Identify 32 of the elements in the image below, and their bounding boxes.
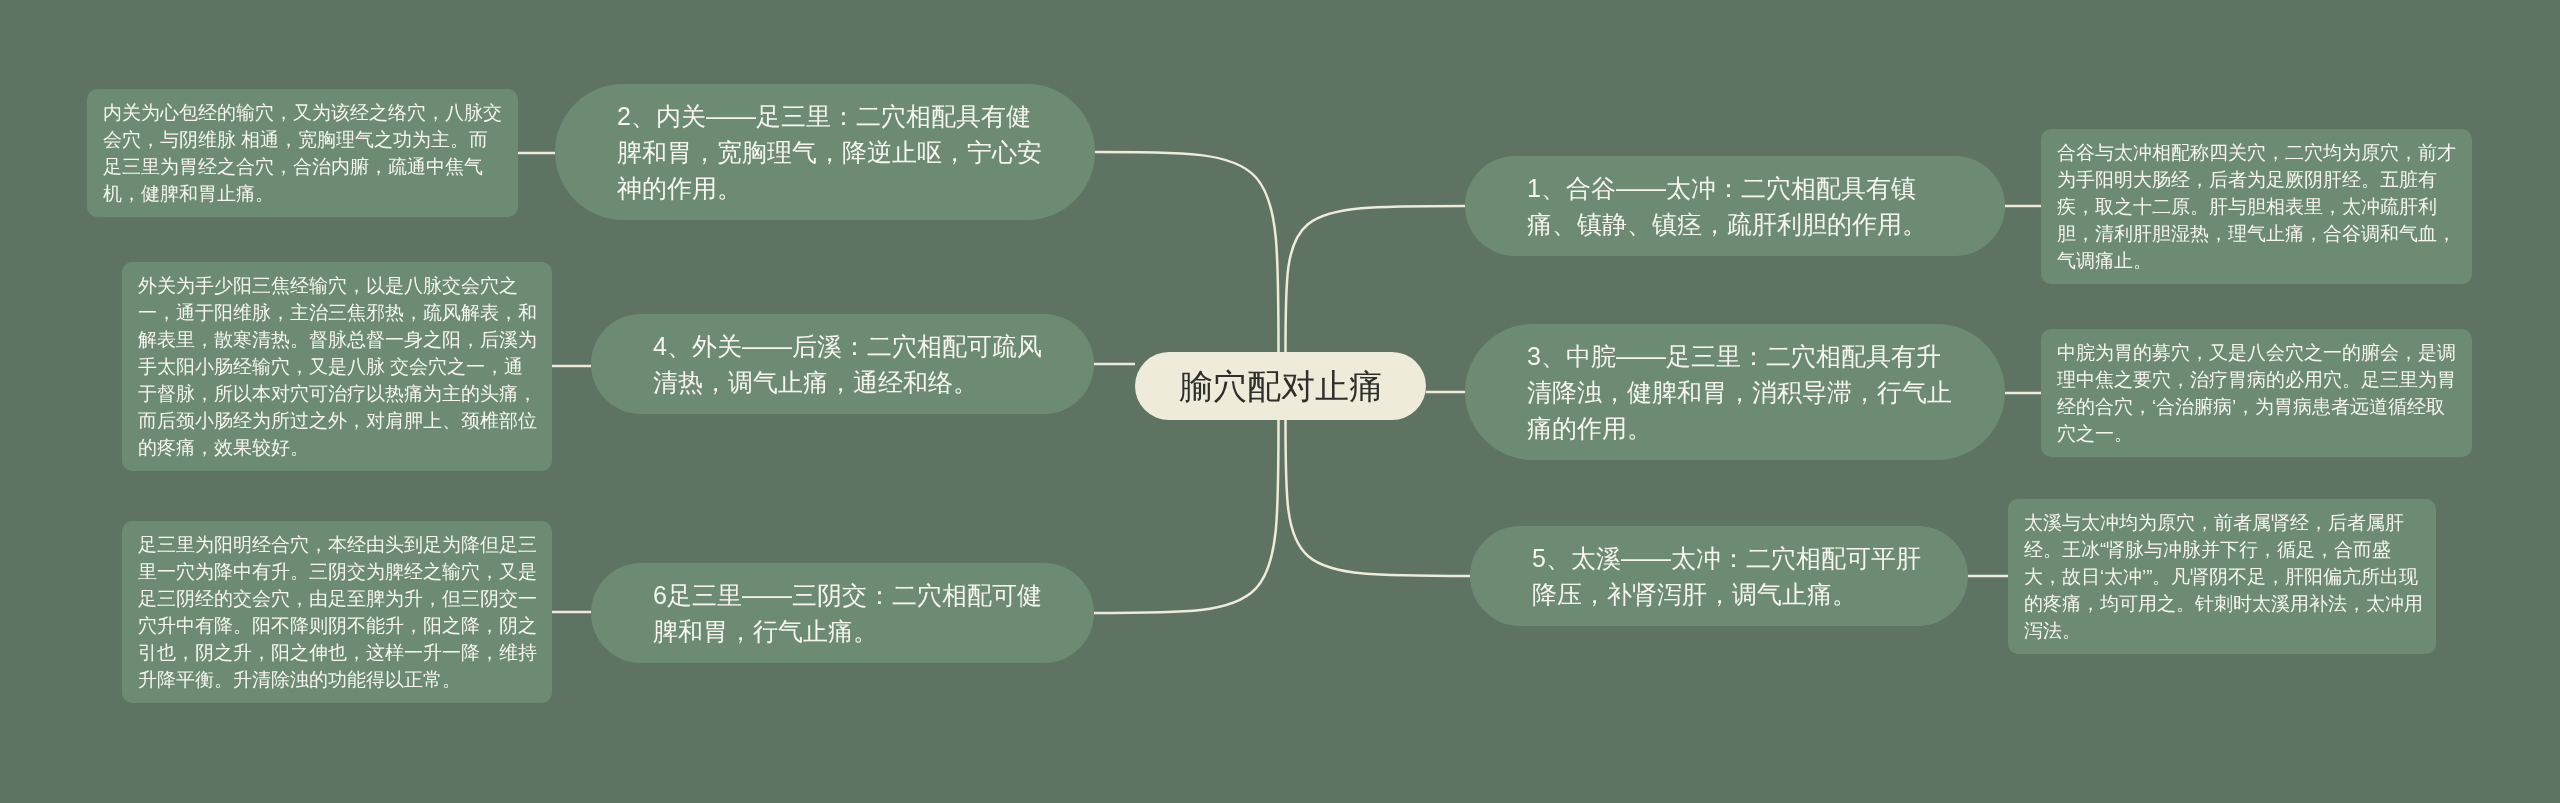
note-card — [2008, 498, 2436, 654]
note-text: 合谷与太冲相配称四关穴，二穴均为原穴，前才为手阳明大肠经，后者为足厥阴肝经。五脏有疾，取之十二原。肝与胆相表里，太冲疏肝利胆，清利肝胆湿热，理气止痛，合谷调和气血，气调痛止。 — [2057, 140, 2457, 273]
note-text: 足三里为阳明经合穴，本经由头到足为降但足三里一穴为降中有升。三阴交为脾经之输穴，又是足三阴经的交会穴，由足至脾为升，但三阴交一穴升中有降。阳不降则阴不能升，阳之降，阴之引也，阴之升，阳之伸也，这样一升一降，维持升降平衡。升清除浊的功能得以正常。 — [138, 533, 538, 692]
branch-text: 3、中脘——足三里：二穴相配具有升清降浊，健脾和胃，消积导滞，行气止痛的作用。 — [1527, 341, 1953, 444]
note-card — [2041, 128, 2472, 284]
branch-text: 5、太溪——太冲：二穴相配可平肝降压，补肾泻肝，调气止痛。 — [1532, 543, 1922, 610]
note-text: 外关为手少阳三焦经输穴，以是八脉交会穴之一，通于阳维脉，主治三焦邪热，疏风解表，和解表里，散寒清热。督脉总督一身之阳，后溪为手太阳小肠经输穴，又是八脉 交会穴之一，通于督脉，所以本对穴可治疗以热痛为主的头痛，而后颈小肠经为所过之外，对肩胛上、颈椎部位的疼痛，效果较好。 — [138, 273, 538, 460]
branch-text: 6足三里——三阴交：二穴相配可健脾和胃，行气止痛。 — [653, 580, 1043, 647]
connector-line — [1095, 150, 1280, 352]
central-topic — [1135, 352, 1426, 420]
connector-line — [2005, 204, 2041, 208]
connector-line — [518, 151, 555, 155]
connector-line — [1968, 574, 2008, 578]
note-card — [122, 261, 552, 471]
branch-text: 4、外关——后溪：二穴相配可疏风清热，调气止痛，通经和络。 — [653, 331, 1043, 398]
note-text: 中脘为胃的募穴，又是八会穴之一的腑会，是调理中焦之要穴，治疗胃病的必用穴。足三里为胃经的合穴，‘合治腑病’，为胃病患者远道循经取穴之一。 — [2057, 341, 2457, 446]
connector-line — [1284, 204, 1465, 352]
topic-title: 腧穴配对止痛 — [1178, 366, 1383, 407]
branch-text: 1、合谷——太冲：二穴相配具有镇痛、镇静、镇痉，疏肝利胆的作用。 — [1527, 173, 1928, 240]
connector-line — [552, 364, 591, 368]
note-text: 太溪与太冲均为原穴，前者属肾经，后者属肝经。王冰“肾脉与冲脉并下行，循足，合而盛大，故日‘太冲’”。凡肾阴不足，肝阳偏亢所出现的疼痛，均可用之。针刺时太溪用补法，太冲用泻法。 — [2024, 510, 2424, 643]
note-card — [122, 521, 552, 703]
connector-line — [552, 610, 591, 614]
note-card — [87, 89, 518, 217]
connector-line — [1094, 420, 1280, 615]
branch-text: 2、内关——足三里：二穴相配具有健脾和胃，宽胸理气，降逆止呕，宁心安神的作用。 — [617, 101, 1043, 204]
note-text: 内关为心包经的输穴，又为该经之络穴，八脉交会穴，与阴维脉 相通，宽胸理气之功为主。而足三里为胃经之合穴，合治内腑，疏通中焦气机，健脾和胃止痛。 — [103, 101, 503, 206]
connector-line — [1094, 362, 1135, 366]
connector-line — [2005, 391, 2041, 395]
note-card — [2041, 329, 2472, 457]
connector-line — [1284, 420, 1470, 578]
connector-line — [1426, 390, 1465, 394]
